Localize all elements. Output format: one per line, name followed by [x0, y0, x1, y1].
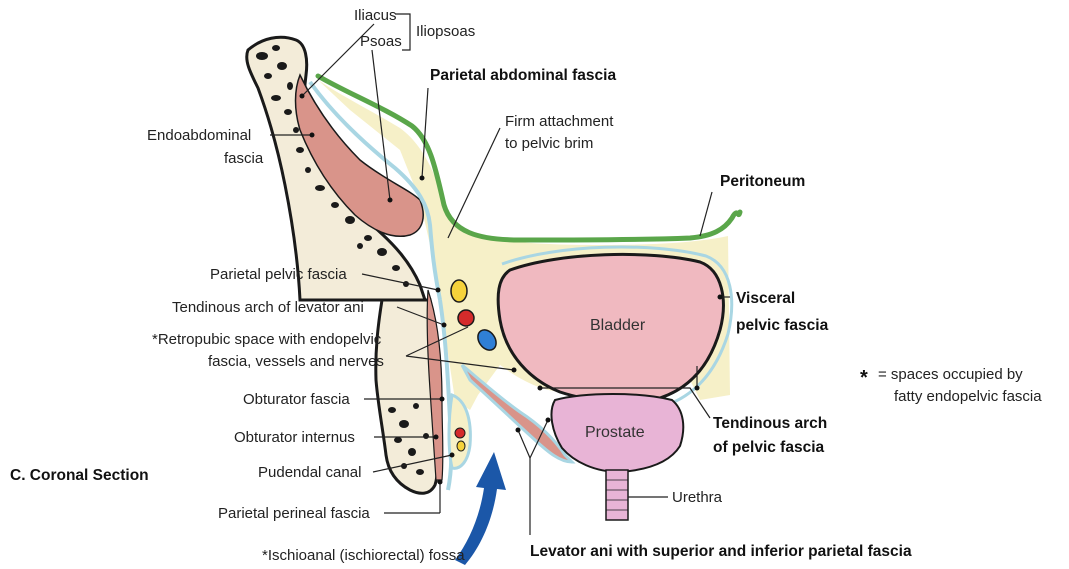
key-note-line-1: = spaces occupied by — [878, 366, 1023, 383]
label-retropubic-space-2: fascia, vessels and nerves — [208, 353, 384, 370]
urethra — [606, 470, 628, 520]
label-retropubic-space-1: *Retropubic space with endopelvic — [152, 331, 382, 348]
artery-red — [458, 310, 474, 326]
label-psoas: Psoas — [360, 33, 402, 50]
pudendal-artery-red — [455, 428, 465, 438]
label-endoabdominal-fascia-2: fascia — [224, 150, 264, 167]
label-tendinous-arch-levator-ani: Tendinous arch of levator ani — [172, 299, 364, 316]
label-iliacus: Iliacus — [354, 7, 397, 24]
label-tendinous-arch-pelvic-fascia-2: of pelvic fascia — [713, 439, 825, 456]
label-peritoneum: Peritoneum — [720, 173, 805, 190]
label-levator-ani: Levator ani with superior and inferior p… — [530, 543, 912, 560]
label-firm-attachment-2: to pelvic brim — [505, 135, 593, 152]
label-tendinous-arch-pelvic-fascia-1: Tendinous arch — [713, 415, 827, 432]
label-obturator-internus: Obturator internus — [234, 429, 355, 446]
label-parietal-perineal-fascia: Parietal perineal fascia — [218, 505, 370, 522]
section-title: C. Coronal Section — [10, 467, 149, 484]
label-visceral-pelvic-fascia-1: Visceral — [736, 290, 795, 307]
label-prostate: Prostate — [585, 424, 645, 441]
nerve-yellow — [451, 280, 467, 302]
key-note-line-2: fatty endopelvic fascia — [894, 388, 1042, 405]
pudendal-nerve-yellow — [457, 441, 465, 451]
label-parietal-abdominal-fascia: Parietal abdominal fascia — [430, 67, 616, 84]
label-bladder: Bladder — [590, 317, 646, 334]
label-firm-attachment-1: Firm attachment — [505, 113, 614, 130]
label-urethra: Urethra — [672, 489, 723, 506]
label-endoabdominal-fascia-1: Endoabdominal — [147, 127, 251, 144]
label-pudendal-canal: Pudendal canal — [258, 464, 361, 481]
label-visceral-pelvic-fascia-2: pelvic fascia — [736, 317, 829, 334]
key-symbol: * — [860, 367, 868, 389]
label-iliopsoas: Iliopsoas — [416, 23, 475, 40]
label-obturator-fascia: Obturator fascia — [243, 391, 350, 408]
label-parietal-pelvic-fascia: Parietal pelvic fascia — [210, 266, 347, 283]
label-ischioanal-fossa: *Ischioanal (ischiorectal) fossa — [262, 547, 465, 564]
